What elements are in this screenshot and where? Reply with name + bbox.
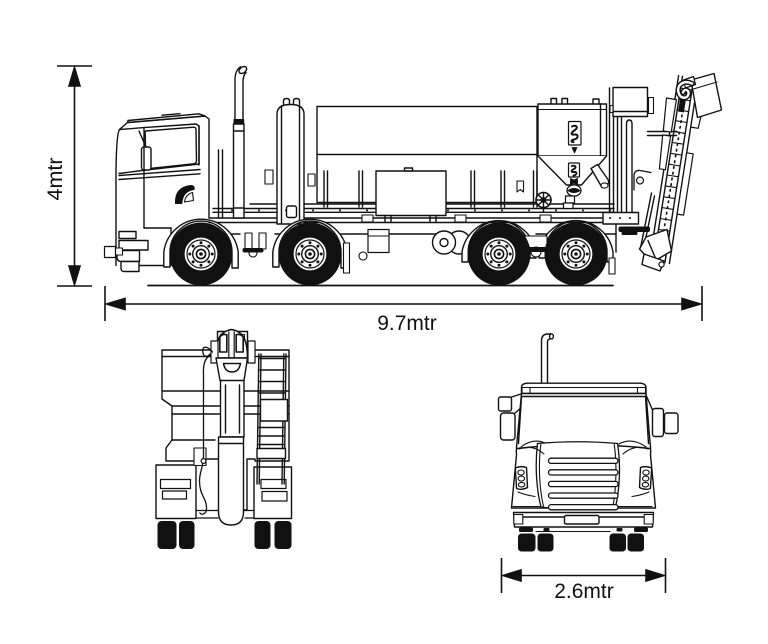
svg-text:2.6mtr: 2.6mtr xyxy=(554,580,614,603)
svg-text:9.7mtr: 9.7mtr xyxy=(377,312,437,335)
svg-text:4mtr: 4mtr xyxy=(43,158,67,201)
